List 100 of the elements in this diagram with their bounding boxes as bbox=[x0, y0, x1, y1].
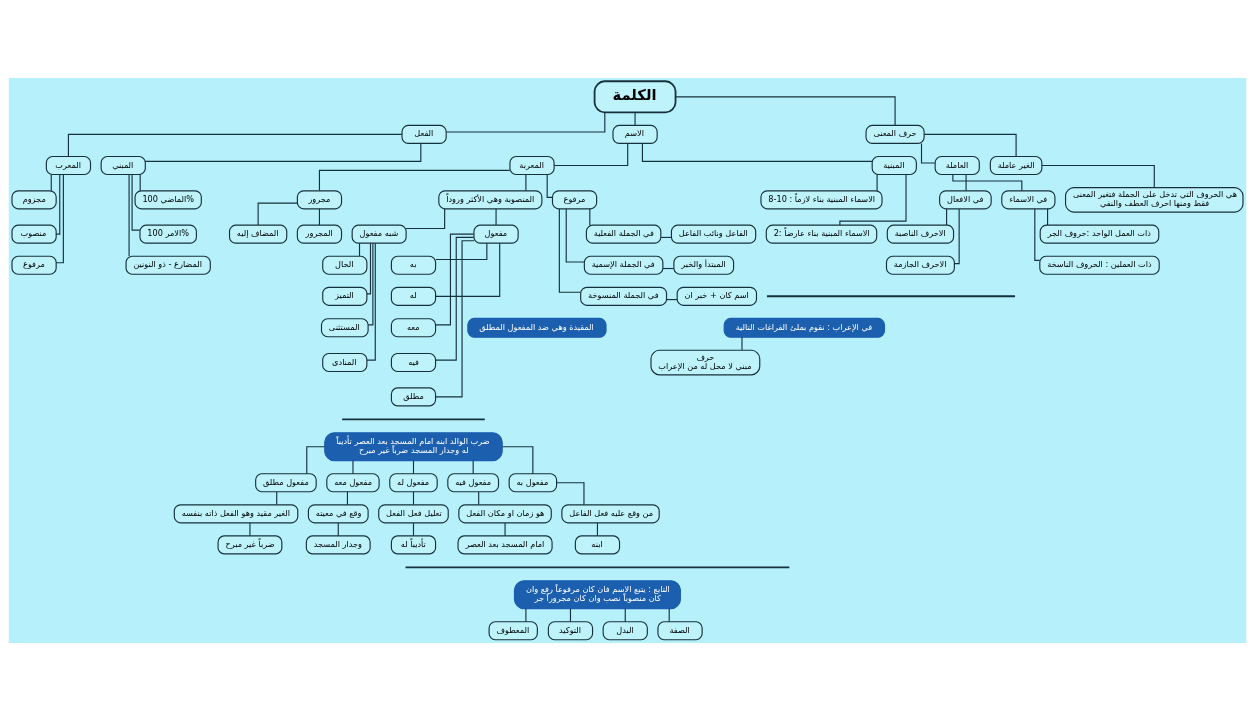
node-box: في الجملة الإسمية bbox=[583, 255, 664, 275]
connector bbox=[352, 459, 354, 474]
node-box: ضرب الوالد ابنه امام المسجد بعد العصر تأديباً له وجدار المسجد ضرباً غير مبرح bbox=[324, 431, 503, 461]
connector bbox=[920, 142, 936, 164]
node-box: المنادى bbox=[322, 352, 368, 372]
connector bbox=[741, 336, 743, 351]
node-box: مفعول معه bbox=[326, 472, 380, 492]
node-box: مجزوم bbox=[11, 189, 57, 209]
node-box: تعليل فعل الفعل bbox=[378, 503, 449, 523]
node-box: الاحرف الناصبة bbox=[886, 224, 955, 244]
connector bbox=[504, 521, 506, 536]
connector bbox=[675, 95, 896, 126]
connector bbox=[445, 111, 606, 133]
node-box: حرف المعنى bbox=[865, 124, 925, 144]
node-box: المبنية bbox=[871, 155, 917, 175]
connector bbox=[965, 173, 967, 191]
connector bbox=[952, 173, 1023, 191]
connector bbox=[405, 207, 446, 229]
connector bbox=[144, 142, 422, 162]
connector bbox=[128, 173, 130, 257]
connector bbox=[257, 202, 298, 226]
node-box: وجدار المسجد bbox=[305, 534, 371, 554]
connector bbox=[435, 239, 475, 397]
node-box: ذات العمل الواحد :حروف الجر bbox=[1039, 224, 1160, 244]
node-box: المعطوف bbox=[488, 620, 538, 640]
connector bbox=[525, 607, 527, 622]
node-box: مطلق bbox=[390, 386, 437, 406]
node-box: المضاف إليه bbox=[228, 224, 288, 244]
node-box: حرف مبني لا محل له من الإعراب bbox=[650, 349, 761, 375]
connector bbox=[67, 133, 403, 157]
connector bbox=[306, 445, 326, 474]
node-box: الاحرف الجازمة bbox=[885, 255, 955, 275]
node-box: في الاسماء bbox=[1001, 189, 1056, 209]
node-box: الاسماء المبنية بناء لازماً : 10-8 bbox=[760, 189, 883, 209]
connector bbox=[556, 481, 585, 505]
node-box: مجرور bbox=[296, 189, 343, 209]
connector bbox=[55, 173, 61, 235]
node-box: المبتدأ والخبر bbox=[673, 255, 735, 275]
node-box: مفعول له bbox=[389, 472, 438, 492]
node-box: التميز bbox=[322, 286, 368, 306]
node-box: مفعول فيه bbox=[447, 472, 500, 492]
node-box: اسم كان + خبر ان bbox=[676, 286, 758, 306]
connector bbox=[367, 242, 374, 325]
node-box: المقيدة وهي ضد المفعول المطلق bbox=[467, 317, 607, 338]
node-box: مرفوع bbox=[11, 255, 57, 275]
node-box: من وقع عليه فعل الفاعل bbox=[561, 503, 660, 523]
node-box: في الإعراب : نقوم بملئ الفراغات التالية bbox=[723, 317, 886, 338]
connector bbox=[525, 173, 527, 191]
connector bbox=[495, 207, 497, 226]
node-box: المستثنى bbox=[320, 317, 369, 337]
connector bbox=[923, 133, 1017, 157]
node-box: معه bbox=[390, 317, 437, 337]
node-box: الاسماء المبنية بناء عارضاً :2 bbox=[765, 224, 878, 244]
node-box: به bbox=[390, 255, 437, 275]
node-box: المنصوبة وهي الأكثر وروداً bbox=[438, 189, 543, 209]
connector bbox=[366, 242, 372, 294]
node-box: الصفة bbox=[657, 620, 703, 640]
node-box: الغير مقيد وهو الفعل ذاته بنفسه bbox=[173, 503, 299, 523]
node-box: تأديباً له bbox=[390, 534, 437, 554]
node-box: المضارع - ذو النونين bbox=[125, 255, 211, 275]
node-box: التابع : يتبع الاسم فان كان مرفوعاً رفع وان كان منصوباً نصب وان كان مجروراً جر bbox=[513, 579, 681, 609]
connector bbox=[55, 173, 64, 263]
node-box: العاملة bbox=[934, 155, 980, 175]
node-box: الغير عاملة bbox=[989, 155, 1043, 175]
node-box: مفعول به bbox=[508, 472, 558, 492]
connector bbox=[249, 521, 251, 536]
node-box: ابنه bbox=[574, 534, 621, 554]
node-box: مفعول مطلق bbox=[255, 472, 317, 492]
node-box: الحال bbox=[322, 255, 368, 275]
connector bbox=[435, 236, 475, 361]
node-box: الفعل bbox=[401, 124, 447, 144]
connector bbox=[634, 111, 636, 126]
node-box: في الجملة المنسوخة bbox=[580, 286, 668, 306]
node-box: الامر 100% bbox=[139, 224, 197, 244]
connector bbox=[435, 242, 501, 297]
node-box: الماضي 100% bbox=[134, 189, 202, 209]
node-box: ذات العملين : الحروف الناسخة bbox=[1039, 255, 1160, 275]
connector bbox=[553, 142, 629, 166]
node-box: مرفوع bbox=[551, 189, 598, 209]
connector bbox=[318, 169, 511, 191]
node-box: ضرباً غير مبرح bbox=[217, 534, 283, 554]
node-box: في الجملة الفعلية bbox=[585, 224, 662, 244]
connector bbox=[839, 173, 907, 225]
connector bbox=[366, 242, 376, 361]
connector bbox=[641, 142, 873, 162]
connector bbox=[546, 173, 554, 198]
node-box: البدل bbox=[602, 620, 648, 640]
node-box: شبه مفعول bbox=[351, 224, 407, 244]
node-box: المعربة bbox=[509, 155, 555, 175]
node-box: الكلمة bbox=[593, 79, 677, 113]
node-box: المبني bbox=[100, 155, 146, 175]
node-box: هي الحروف التي تدخل على الجملة فتغير المعنى فقط ومنها احرف العطف والنفي bbox=[1065, 186, 1244, 213]
node-box: فيه bbox=[390, 352, 437, 372]
node-box: المعرب bbox=[45, 155, 92, 175]
node-box: التوكيد bbox=[547, 620, 594, 640]
node-box: الفاعل ونائب الفاعل bbox=[670, 224, 757, 244]
node-box: امام المسجد بعد العصر bbox=[457, 534, 553, 554]
node-box: منصوب bbox=[11, 224, 57, 244]
connector bbox=[565, 207, 585, 263]
node-box: مفعول bbox=[473, 224, 519, 244]
